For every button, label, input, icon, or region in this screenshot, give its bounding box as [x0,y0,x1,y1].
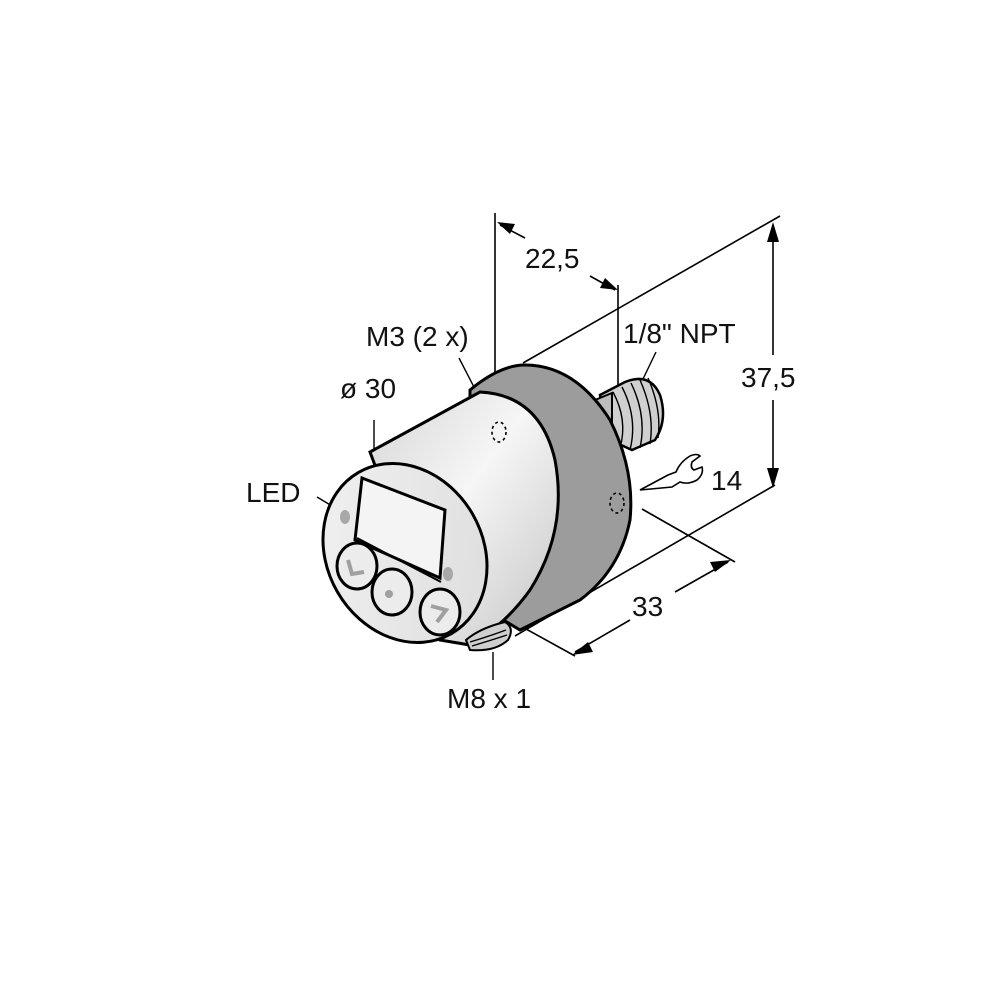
length-label: 33 [632,591,663,622]
height-label: 37,5 [741,362,796,393]
process-thread-label: 1/8" NPT [623,318,736,349]
led-indicator-2 [443,567,453,581]
m8-connector [464,620,512,652]
led-label: LED [246,477,300,508]
width-label: 22,5 [525,243,580,274]
center-dot-icon [385,590,393,598]
display-window [353,475,447,581]
button-right[interactable] [418,587,462,637]
button-left[interactable] [335,541,379,591]
connector-label: M8 x 1 [447,683,531,714]
led-indicator [340,510,350,524]
diameter-label: ø 30 [340,373,396,404]
mount-holes-label: M3 (2 x) [366,321,469,352]
wrench-icon [639,453,704,491]
button-center[interactable] [370,567,414,617]
right-arrow-icon [430,604,450,624]
wrench-size-label: 14 [711,465,742,496]
left-arrow-icon [346,559,365,577]
